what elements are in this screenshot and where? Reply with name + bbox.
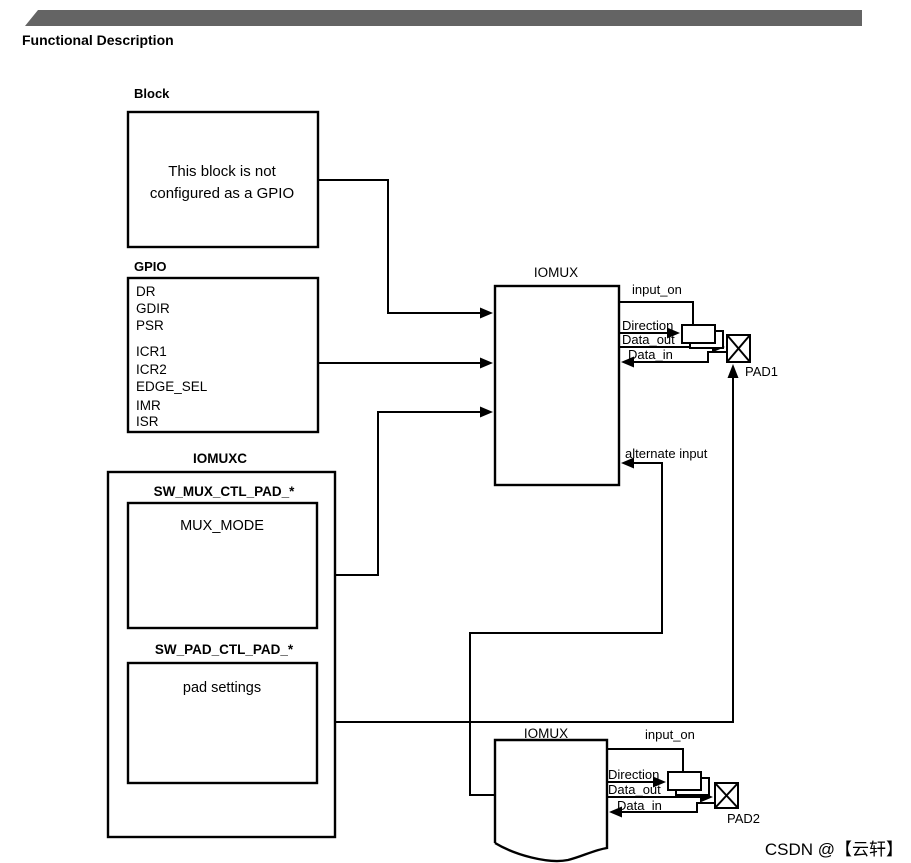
- gpio-register-isr: ISR: [136, 414, 159, 429]
- wire-block-to-iomux: [318, 179, 481, 314]
- arrowhead-padsettings-to-pad1: [727, 364, 739, 378]
- block-box-text-line1: This block is not: [168, 163, 276, 180]
- wire-input-on-top: [619, 301, 694, 325]
- wire-input-on-bottom: [607, 748, 684, 772]
- pad2-label: PAD2: [727, 811, 760, 826]
- header-bar: [25, 10, 862, 26]
- iomuxc-label: IOMUXC: [193, 451, 247, 466]
- arrowhead-alternate-input: [621, 457, 634, 469]
- arrowhead-direction-bottom: [653, 776, 666, 788]
- sw-mux-ctl-title: SW_MUX_CTL_PAD_*: [154, 484, 296, 499]
- arrowhead-block-to-iomux: [480, 307, 493, 319]
- pad1-label: PAD1: [745, 364, 778, 379]
- arrowhead-data-in-top: [621, 356, 634, 368]
- iomux-bottom-label: IOMUX: [524, 726, 568, 741]
- pad-settings-box: [126, 661, 319, 785]
- gpio-register-icr2: ICR2: [136, 362, 167, 377]
- gpio-register-imr: IMR: [136, 398, 161, 413]
- pad1-buffer-front: [681, 324, 716, 344]
- gpio-register-dr: DR: [136, 284, 156, 299]
- arrowhead-data-in-bottom: [609, 806, 622, 818]
- input-on-bottom-label: input_on: [645, 727, 695, 742]
- pad-settings-text: pad settings: [183, 680, 261, 696]
- pad2-buffer-front: [667, 771, 702, 791]
- gpio-register-edge-sel: EDGE_SEL: [136, 379, 208, 394]
- data-in-bottom-label: Data_in: [617, 798, 662, 813]
- block-box-text-line2: configured as a GPIO: [150, 185, 294, 202]
- data-out-top-label: Data_out: [622, 332, 675, 347]
- mux-mode-box: [126, 501, 319, 630]
- gpio-register-icr1: ICR1: [136, 344, 167, 359]
- wire-muxmode-to-iomux: [317, 411, 481, 576]
- gpio-box: [126, 276, 320, 434]
- direction-bottom-label: Direction: [608, 767, 659, 782]
- iomux-bottom-box: [493, 738, 609, 863]
- block-label: Block: [134, 86, 170, 101]
- iomux-top-box: [493, 284, 621, 487]
- block-box: [126, 110, 320, 249]
- input-on-top-label: input_on: [632, 282, 682, 297]
- watermark-text: CSDN @【云轩】: [765, 840, 903, 859]
- iomux-top-label: IOMUX: [534, 265, 578, 280]
- section-title: Functional Description: [22, 32, 174, 48]
- gpio-register-psr: PSR: [136, 318, 164, 333]
- direction-top-label: Direction: [622, 318, 673, 333]
- pad1-symbol-icon: [726, 334, 751, 363]
- pad2-symbol-icon: [714, 782, 739, 809]
- arrowhead-direction-top: [667, 327, 680, 339]
- data-out-bottom-label: Data_out: [608, 782, 661, 797]
- gpio-register-gdir: GDIR: [136, 301, 170, 316]
- arrowhead-gpio-to-iomux: [480, 357, 493, 369]
- wire-data-in-bottom: [622, 802, 715, 813]
- wire-data-in-top: [634, 351, 727, 363]
- alternate-input-label: alternate input: [625, 446, 708, 461]
- gpio-label: GPIO: [134, 259, 167, 274]
- sw-pad-ctl-title: SW_PAD_CTL_PAD_*: [155, 642, 294, 657]
- wire-alternate-input: [469, 462, 663, 796]
- mux-mode-text: MUX_MODE: [180, 518, 264, 534]
- wire-padsettings-to-pad1: [317, 378, 734, 723]
- arrowhead-muxmode-to-iomux: [480, 406, 493, 418]
- data-in-top-label: Data_in: [628, 347, 673, 362]
